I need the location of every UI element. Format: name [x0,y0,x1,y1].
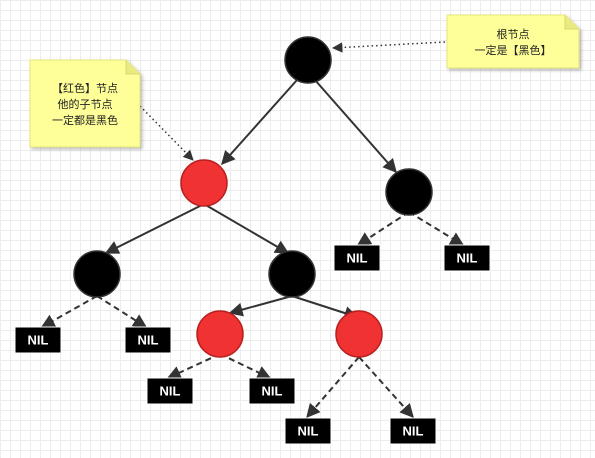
nil-leaf: NIL [284,417,332,445]
edge-dashed [166,353,221,380]
tree-nodes [73,36,433,358]
edge-dashed [219,353,272,379]
nil-leaf: NIL [333,244,381,272]
nil-label: NIL [28,333,49,348]
edge-dashed [356,211,410,246]
nil-leaf: NIL [248,377,296,405]
root-note-pointer [331,41,446,53]
nil-label: NIL [403,424,424,439]
node-red-lr-right [335,310,383,358]
root-sticky-note: 根节点 一定是【黑色】 [446,14,580,69]
nil-label: NIL [138,333,159,348]
edge-left-to-leftright [203,203,290,254]
note-pointers [139,41,446,161]
dashed-edges [40,211,465,419]
root-note-line-1: 根节点 [497,27,530,41]
edge-dashed [408,211,465,246]
nil-leaf: NIL [124,326,172,354]
node-root [284,36,332,84]
edge-leftright-to-red-right [291,295,359,320]
nil-label: NIL [457,251,478,266]
node-red-lr-left [196,310,244,358]
nil-leaf: NIL [389,417,437,445]
edge-dashed [306,356,360,419]
edge-dashed [40,295,98,328]
nil-label: NIL [160,384,181,399]
red-sticky-note: 【红色】节点 他的子节点 一定都是黑色 [29,59,141,148]
edge-root-to-right [314,79,397,174]
nil-label: NIL [262,384,283,399]
edge-dashed [96,295,148,328]
solid-edges [104,79,397,320]
red-note-line-1: 【红色】节点 [52,81,118,95]
node-black-left-left [73,250,121,298]
nil-leaf: NIL [443,244,491,272]
edge-dashed [358,356,414,419]
node-red-root-left [180,159,228,207]
edge-leftright-to-red-left [228,295,293,317]
nil-leaf: NIL [146,377,194,405]
node-black-left-right [268,250,316,298]
red-note-pointer [139,105,194,161]
nil-leaf: NIL [14,326,62,354]
red-note-line-2: 他的子节点 [58,97,113,111]
edge-root-to-left [221,79,298,166]
red-note-line-3: 一定都是黑色 [52,113,118,127]
nil-label: NIL [298,424,319,439]
node-black-root-right [385,168,433,216]
edge-left-to-leftleft [104,203,205,254]
nil-leaves: NIL NIL NIL NIL NIL NIL NIL NIL [14,244,491,445]
root-note-line-2: 一定是【黑色】 [475,43,552,57]
nil-label: NIL [347,251,368,266]
